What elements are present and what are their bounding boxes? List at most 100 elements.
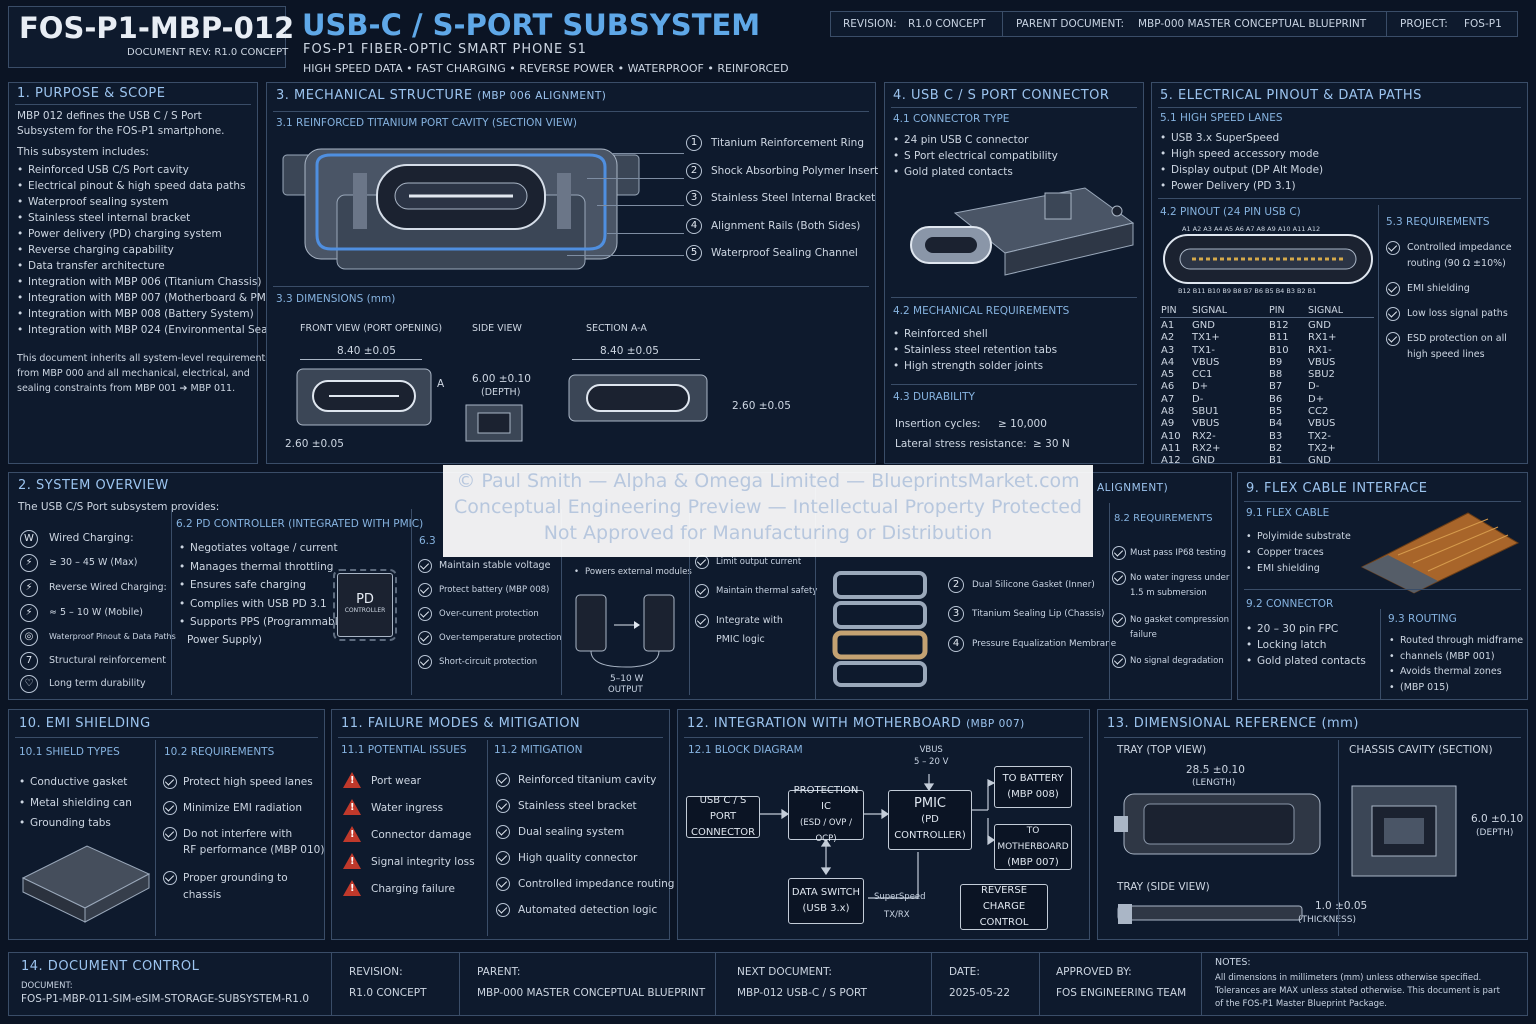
seal-req: 1.5 m submersion xyxy=(1130,588,1207,598)
block-diagram-connectors xyxy=(760,774,996,899)
watermark-line: © Paul Smith — Alpha & Omega Limited — B… xyxy=(456,470,1080,492)
next-label: NEXT DOCUMENT: xyxy=(737,966,832,978)
mechanical-structure-panel: 3. MECHANICAL STRUCTURE (MBP 006 ALIGNME… xyxy=(266,82,878,464)
note-line: Tolerances are MAX unless stated otherwi… xyxy=(1215,986,1500,996)
durability-icon: ♡ xyxy=(20,675,38,693)
includes-list: Reinforced USB C/S Port cavity Electrica… xyxy=(17,162,291,338)
revision-value: R1.0 CONCEPT xyxy=(349,987,427,999)
section-mark: A xyxy=(437,378,445,390)
subsection-title: 3.3 DIMENSIONS (mm) xyxy=(276,293,396,305)
dimension-note: (DEPTH) xyxy=(1476,828,1514,838)
protection-item: Short-circuit protection xyxy=(439,657,538,667)
bolt-icon: ⚡ xyxy=(20,554,38,572)
flex-cable-drawing xyxy=(1360,512,1520,594)
list-item: Electrical pinout & high speed data path… xyxy=(17,178,291,194)
footer-line: sealing constraints from MBP 001 ➔ MBP 0… xyxy=(17,383,236,394)
check-icon xyxy=(418,559,432,573)
bottom-pin-labels: B12 B11 B10 B9 B8 B7 B6 B5 B4 B3 B2 B1 xyxy=(1178,287,1317,295)
watermark-banner: © Paul Smith — Alpha & Omega Limited — B… xyxy=(443,465,1093,557)
data-switch-block: DATA SWITCH(USB 3.x) xyxy=(788,878,864,924)
shield-types-list: Conductive gasket Metal shielding can Gr… xyxy=(19,772,132,834)
protection-ic-block: PROTECTION IC(ESD / OVP / OCP) xyxy=(788,785,864,844)
list-item: Conductive gasket xyxy=(19,772,132,793)
warning-icon xyxy=(343,826,361,842)
phone-to-phone-drawing xyxy=(575,594,675,668)
issue: Port wear xyxy=(371,775,421,787)
pmic-block: PMIC(PD CONTROLLER) xyxy=(888,790,972,850)
list-item: High strength solder joints xyxy=(893,358,1057,374)
col-signal: SIGNAL xyxy=(1192,305,1228,316)
mitigation: Automated detection logic xyxy=(518,904,658,916)
check-icon xyxy=(496,773,510,787)
section-title: 9. FLEX CABLE INTERFACE xyxy=(1246,481,1428,496)
list-item: Reinforced shell xyxy=(893,326,1057,342)
warning-icon xyxy=(343,772,361,788)
list-item-cont: (MBP 015) xyxy=(1389,680,1523,696)
check-icon xyxy=(1386,282,1400,296)
bolt-icon: ⚡ xyxy=(20,579,38,597)
check-icon xyxy=(418,631,432,645)
subsection-title: 9.3 ROUTING xyxy=(1388,613,1457,625)
gasket-stack-drawing xyxy=(832,571,928,687)
callout-3: 3 xyxy=(686,190,702,206)
list-item: Powers external modules xyxy=(574,564,692,580)
parent-value: MBP-000 MASTER CONCEPTUAL BLUEPRINT xyxy=(477,987,706,999)
reverse-power-list: Powers external modules xyxy=(574,564,692,580)
mitigation: Reinforced titanium cavity xyxy=(518,774,657,786)
side-view-drawing xyxy=(465,404,523,442)
intro-line: MBP 012 defines the USB C / S Port xyxy=(17,110,202,122)
emi-req: RF performance (MBP 010) xyxy=(183,844,325,856)
issue: Charging failure xyxy=(371,883,455,895)
list-item: EMI shielding xyxy=(1246,561,1351,577)
list-item: Gold plated contacts xyxy=(893,164,1058,180)
check-icon xyxy=(496,851,510,865)
subsection-title: 9.1 FLEX CABLE xyxy=(1246,507,1330,519)
view-label: TRAY (TOP VIEW) xyxy=(1117,744,1207,756)
subsection-title: 11.1 POTENTIAL ISSUES xyxy=(341,744,467,756)
view-label: CHASSIS CAVITY (SECTION) xyxy=(1349,744,1493,756)
seal-req: Must pass IP68 testing xyxy=(1130,548,1226,558)
subsection-title: 4.3 DURABILITY xyxy=(893,391,975,403)
section-title: 4. USB C / S PORT CONNECTOR xyxy=(893,88,1110,103)
purpose-scope-panel: 1. PURPOSE & SCOPE MBP 012 defines the U… xyxy=(8,82,291,464)
list-item: Avoids thermal zones xyxy=(1389,664,1523,680)
check-icon xyxy=(1386,307,1400,321)
list-item: Negotiates voltage / current xyxy=(179,539,344,558)
subsection-title: 10.1 SHIELD TYPES xyxy=(19,746,120,758)
parent-value: MBP-000 MASTER CONCEPTUAL BLUEPRINT xyxy=(1138,18,1367,30)
section-title-tail: ALIGNMENT) xyxy=(1097,482,1169,494)
list-item: Complies with USB PD 3.1 xyxy=(179,595,344,614)
flex-connector-list: 20 – 30 pin FPC Locking latch Gold plate… xyxy=(1246,621,1366,669)
lateral-value: ≥ 30 N xyxy=(1033,438,1070,450)
check-icon xyxy=(163,827,177,841)
project-value: FOS-P1 xyxy=(1464,18,1502,30)
parent-label: PARENT DOCUMENT: xyxy=(1016,18,1125,30)
page-tagline: HIGH SPEED DATA • FAST CHARGING • REVERS… xyxy=(303,62,789,75)
page-subtitle: FOS-P1 FIBER-OPTIC SMART PHONE S1 xyxy=(303,42,587,57)
list-item: Waterproof sealing system xyxy=(17,194,291,210)
overview-item: Reverse Wired Charging: xyxy=(49,582,167,593)
issue: Water ingress xyxy=(371,802,444,814)
section-title: 10. EMI SHIELDING xyxy=(19,716,151,731)
chassis-cavity-drawing xyxy=(1351,785,1457,877)
list-item: Reverse charging capability xyxy=(17,242,291,258)
list-item: Ensures safe charging xyxy=(179,576,344,595)
a-pins: A1 A2 A3 A4 A5 A6 A7 A8 A9 A10 A11 A12 xyxy=(1161,320,1181,467)
req-line: ESD protection on all xyxy=(1407,333,1507,344)
motherboard-integration-panel: 12. INTEGRATION WITH MOTHERBOARD (MBP 00… xyxy=(677,709,1090,940)
note-line: All dimensions in millimeters (mm) unles… xyxy=(1215,973,1482,983)
section-title: 3. MECHANICAL STRUCTURE (MBP 006 ALIGNME… xyxy=(276,88,607,103)
bolt-icon: ⚡ xyxy=(20,604,38,622)
notes-label: NOTES: xyxy=(1215,957,1251,968)
overview-item: Long term durability xyxy=(49,678,146,689)
check-icon xyxy=(163,801,177,815)
pd-controller-list: Negotiates voltage / current Manages the… xyxy=(179,539,344,632)
list-item: Grounding tabs xyxy=(19,813,132,834)
list-item: USB 3.x SuperSpeed xyxy=(1160,130,1323,146)
list-item: High speed accessory mode xyxy=(1160,146,1323,162)
check-icon xyxy=(496,903,510,917)
protection-item: Maintain stable voltage xyxy=(439,560,551,571)
req-line: routing (90 Ω ±10%) xyxy=(1407,258,1506,269)
subsection-title: 4.2 MECHANICAL REQUIREMENTS xyxy=(893,305,1070,317)
